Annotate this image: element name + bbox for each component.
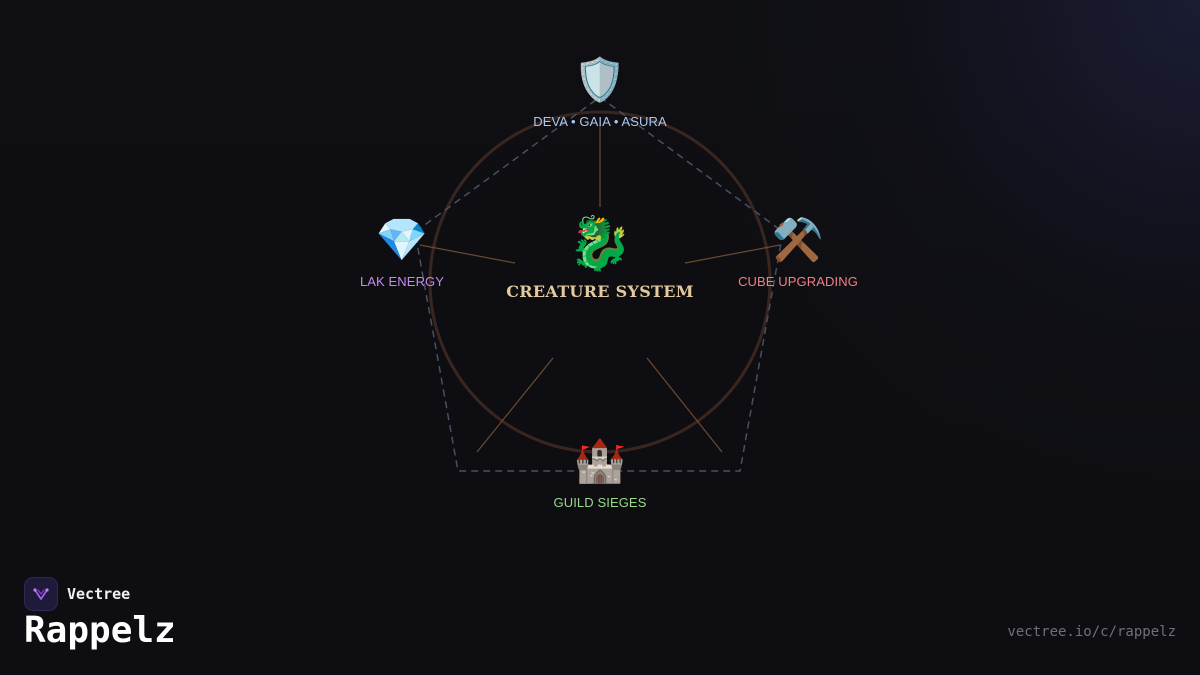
spoke-left xyxy=(419,244,516,264)
shield-icon: 🛡️ xyxy=(573,55,627,104)
dragon-icon: 🐉 xyxy=(567,214,633,274)
spoke-bottom-right xyxy=(646,357,723,453)
node-lak-energy-label: LAK ENERGY xyxy=(359,274,445,289)
page-title: Rappelz xyxy=(24,610,176,651)
spoke-bottom-left xyxy=(476,357,554,453)
node-cube-upgrading-label: CUBE UPGRADING xyxy=(738,274,858,289)
node-guild-sieges-label: GUILD SIEGES xyxy=(553,495,647,510)
node-lak-energy: 💎 LAK ENERGY xyxy=(359,215,445,290)
center-title: CREATURE SYSTEM xyxy=(506,282,694,301)
center-node: 🐉 CREATURE SYSTEM xyxy=(506,212,694,301)
node-cube-upgrading: ⚒️ CUBE UPGRADING xyxy=(738,215,858,290)
spoke-right xyxy=(684,244,781,264)
pentagon-outline xyxy=(414,96,784,472)
node-guild-sieges: 🏰 GUILD SIEGES xyxy=(553,436,647,511)
brand[interactable]: Vectree xyxy=(24,577,130,611)
brand-name: Vectree xyxy=(67,585,131,603)
orbit-circle xyxy=(428,110,772,454)
page-url[interactable]: vectree.io/c/rappelz xyxy=(1007,624,1176,640)
hammer-pick-icon: ⚒️ xyxy=(771,215,825,264)
node-races-label: DEVA • GAIA • ASURA xyxy=(533,114,667,129)
castle-icon: 🏰 xyxy=(573,436,627,485)
vectree-logo-icon xyxy=(24,577,58,611)
gem-icon: 💎 xyxy=(375,215,429,264)
node-races: 🛡️ DEVA • GAIA • ASURA xyxy=(533,55,667,130)
